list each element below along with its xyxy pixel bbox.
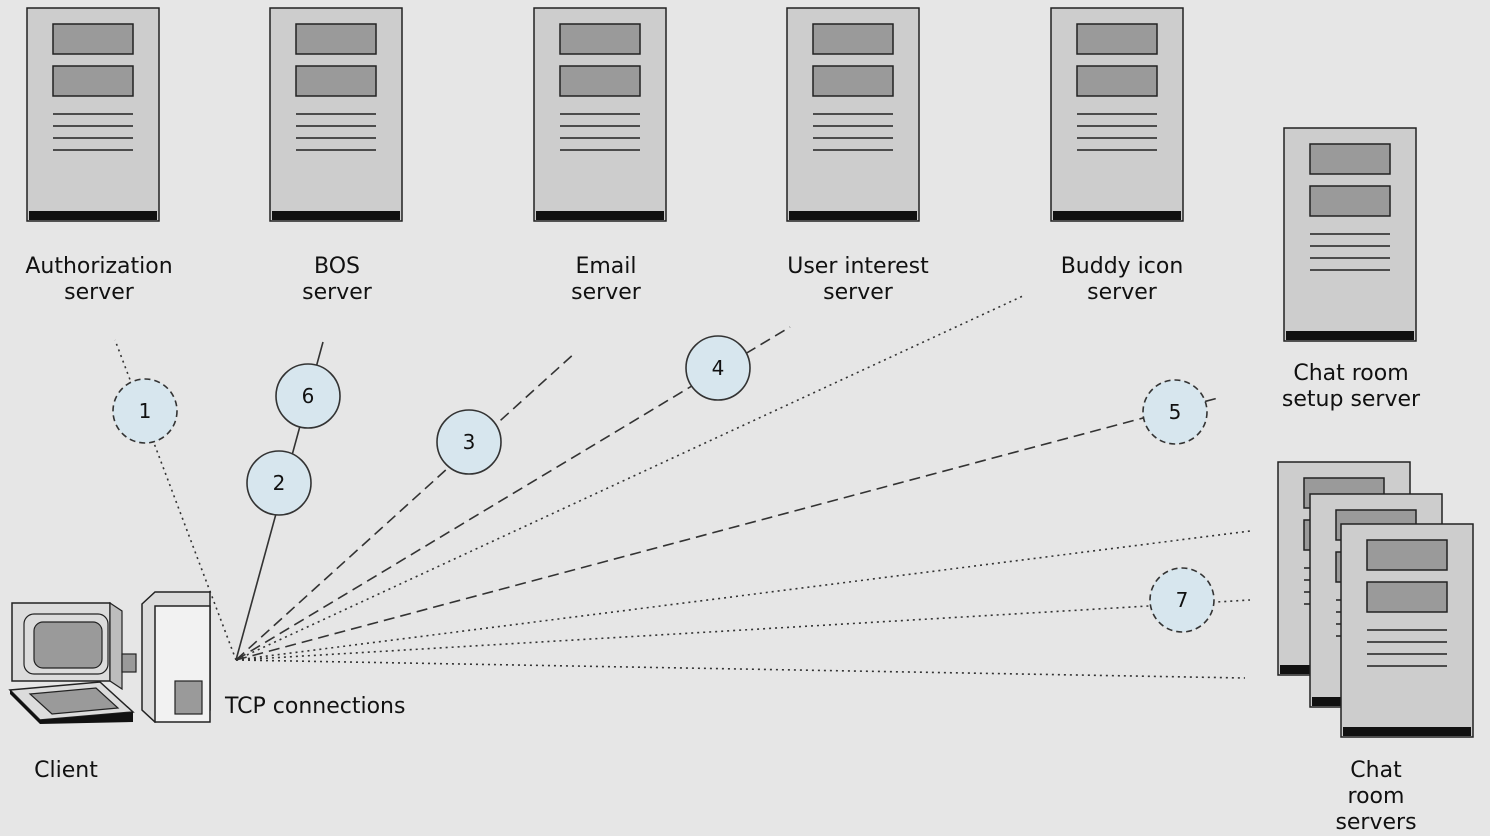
svg-text:4: 4 <box>712 356 725 380</box>
connection-user-interest <box>235 326 791 661</box>
step-7: 7 <box>1149 567 1215 633</box>
step-circles: 1 2 3 4 5 6 7 <box>112 335 1215 633</box>
tcp-connection-lines <box>114 294 1251 679</box>
chat-room-servers-label: Chat room servers <box>1335 758 1417 835</box>
svg-text:3: 3 <box>463 430 476 454</box>
step-1: 1 <box>112 378 178 444</box>
buddy-icon-server-icon <box>1050 7 1184 222</box>
step-4: 4 <box>685 335 751 401</box>
client-label: Client <box>34 758 98 783</box>
connection-buddy-icon <box>235 294 1026 661</box>
buddy-icon-server-label: Buddy icon server <box>1060 254 1184 305</box>
authorization-server-icon <box>26 7 160 222</box>
client-computer-icon <box>8 591 211 724</box>
svg-text:5: 5 <box>1169 400 1182 424</box>
email-server-label: Email server <box>571 254 641 305</box>
svg-text:7: 7 <box>1176 588 1189 612</box>
connection-chat-room-3 <box>235 659 1246 679</box>
diagram-canvas: 1 2 3 4 5 6 7 <box>8 7 1474 835</box>
svg-text:2: 2 <box>273 471 286 495</box>
step-2: 2 <box>246 450 312 516</box>
user-interest-server-icon <box>786 7 920 222</box>
email-server-icon <box>533 7 667 222</box>
step-6: 6 <box>275 363 341 429</box>
connection-chat-room-2 <box>235 599 1251 661</box>
chat-room-setup-server-label: Chat room setup server <box>1281 361 1421 412</box>
connection-chat-room-setup <box>235 397 1219 661</box>
connection-email <box>235 351 577 661</box>
chat-room-servers-icon <box>1277 461 1474 738</box>
authorization-server-label: Authorization server <box>25 254 173 305</box>
connection-chat-room-1 <box>235 530 1251 661</box>
bos-server-icon <box>269 7 403 222</box>
user-interest-server-label: User interest server <box>787 254 929 305</box>
network-diagram: 1 2 3 4 5 6 7 <box>8 7 1474 738</box>
svg-text:1: 1 <box>139 399 152 423</box>
svg-text:6: 6 <box>302 384 315 408</box>
step-3: 3 <box>436 409 502 475</box>
bos-server-label: BOS server <box>302 254 372 305</box>
tcp-connections-label: TCP connections <box>225 694 406 719</box>
chat-room-setup-server-icon <box>1283 127 1417 342</box>
step-5: 5 <box>1142 379 1208 445</box>
